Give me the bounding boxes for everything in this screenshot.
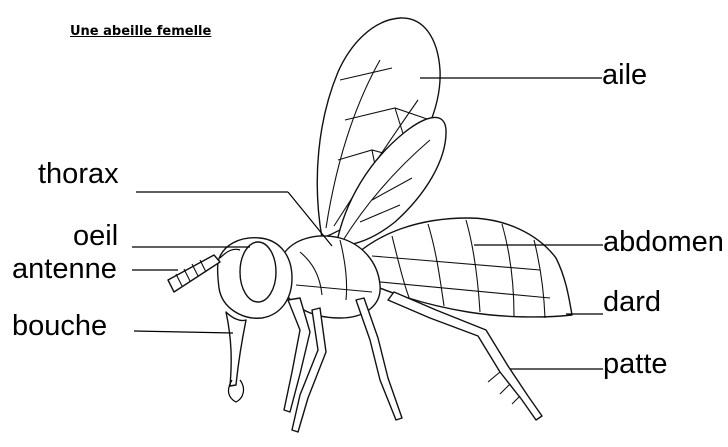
head — [168, 238, 292, 402]
label-abdomen: abdomen — [603, 228, 724, 257]
leader-line-bouche — [134, 331, 233, 333]
abdomen — [352, 218, 572, 318]
label-dard: dard — [603, 288, 661, 317]
label-patte: patte — [603, 350, 668, 379]
label-aile: aile — [602, 61, 647, 90]
eye-shape — [240, 242, 276, 302]
diagram-title: Une abeille femelle — [70, 24, 211, 39]
label-antenne: antenne — [12, 255, 117, 284]
label-bouche: bouche — [12, 312, 107, 341]
label-thorax: thorax — [38, 160, 119, 189]
wing — [317, 18, 446, 246]
label-oeil: oeil — [73, 222, 118, 251]
